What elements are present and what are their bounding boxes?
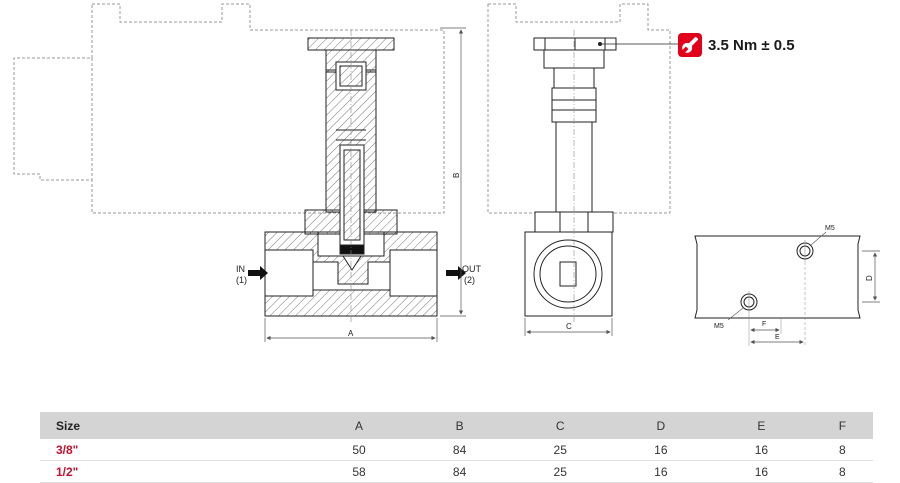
- dim-b-label: B: [452, 173, 461, 178]
- header-c: C: [509, 412, 611, 439]
- row-cell: 50: [308, 439, 410, 461]
- row-cell: 25: [509, 460, 611, 483]
- header-d: D: [610, 412, 712, 439]
- row-cell: 16: [610, 439, 712, 461]
- in-port-label: (1): [236, 275, 247, 285]
- dimension-a: [264, 318, 438, 342]
- dim-f-label: F: [762, 321, 766, 328]
- row-cell: 8: [811, 460, 873, 483]
- header-f: F: [811, 412, 873, 439]
- torque-badge: [678, 33, 702, 57]
- row-size: 3/8": [40, 439, 309, 461]
- valve-side-view: [524, 30, 617, 322]
- header-b: B: [409, 412, 510, 439]
- dimension-table: Size A B C D E F 3/8" 50 84 25 16 16 8 1…: [40, 412, 873, 483]
- thread-bottom-leader: [727, 307, 744, 321]
- dim-e-label: E: [775, 334, 780, 341]
- dimension-d: [862, 250, 880, 303]
- row-size: 1/2": [40, 460, 309, 483]
- dim-a-label: A: [348, 329, 354, 338]
- row-cell: 25: [509, 439, 611, 461]
- valve-section-view: [264, 30, 438, 322]
- valve-technical-drawing: IN (1) OUT (2) A B: [13, 3, 880, 346]
- dim-c-label: C: [566, 322, 572, 331]
- thread-top-label: M5: [825, 225, 835, 232]
- dimension-b: [440, 27, 466, 317]
- handle-outline-left: [13, 3, 445, 214]
- row-cell: 16: [711, 439, 812, 461]
- out-port-label: (2): [464, 275, 475, 285]
- table-row: 3/8" 50 84 25 16 16 8: [40, 439, 873, 461]
- thread-bottom-label: M5: [714, 323, 724, 330]
- table-row: 1/2" 58 84 25 16 16 8: [40, 460, 873, 483]
- dimension-c: [524, 318, 613, 336]
- header-e: E: [711, 412, 812, 439]
- mounting-plate-view: [694, 235, 861, 346]
- row-cell: 58: [308, 460, 410, 483]
- thread-top-leader: [810, 231, 827, 246]
- row-cell: 84: [409, 439, 510, 461]
- header-size: Size: [40, 412, 309, 439]
- torque-value: 3.5 Nm ± 0.5: [708, 37, 795, 54]
- row-cell: 8: [811, 439, 873, 461]
- row-cell: 16: [610, 460, 712, 483]
- in-label: IN: [236, 264, 245, 274]
- out-label: OUT: [462, 264, 482, 274]
- flow-in-arrow: [248, 266, 268, 280]
- row-cell: 16: [711, 460, 812, 483]
- dim-d-label: D: [865, 275, 874, 281]
- header-a: A: [308, 412, 410, 439]
- row-cell: 84: [409, 460, 510, 483]
- wrench-icon: [682, 36, 699, 53]
- table-header-row: Size A B C D E F: [40, 412, 873, 439]
